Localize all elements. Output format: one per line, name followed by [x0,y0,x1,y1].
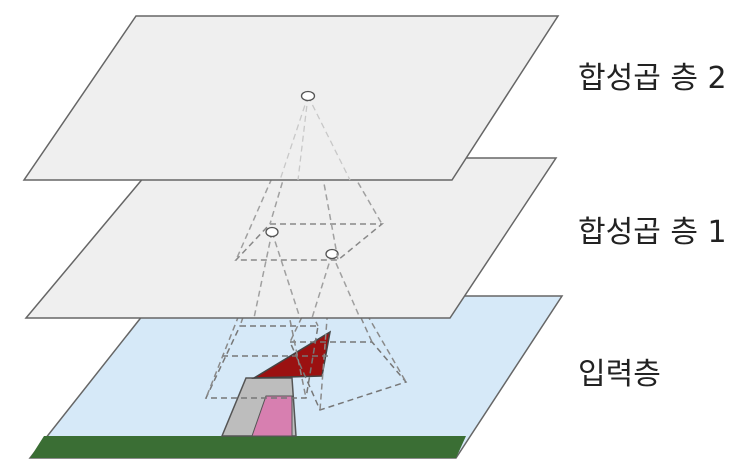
conv1-receptive-field [234,223,385,261]
connections-visible-on-conv2 [279,95,351,181]
conv-layer-2-label: 합성곱 층 2 [578,61,727,96]
house-roof [251,330,332,379]
input-receptive-field-left [204,325,319,399]
input-receptive-field-right [288,341,408,411]
connections-visible-on-conv1 [253,231,361,319]
conv-layer-1-label: 합성곱 층 1 [578,215,727,250]
conv-layer-2-plane [22,15,560,181]
conv1-neuron-right [325,248,339,260]
house-door [251,395,293,437]
conv2-neuron [300,90,316,102]
ground-strip [30,436,466,458]
conv1-neuron-left [265,226,279,238]
input-layer-label: 입력층 [578,357,661,392]
conv-layer-1-plane [24,157,558,319]
